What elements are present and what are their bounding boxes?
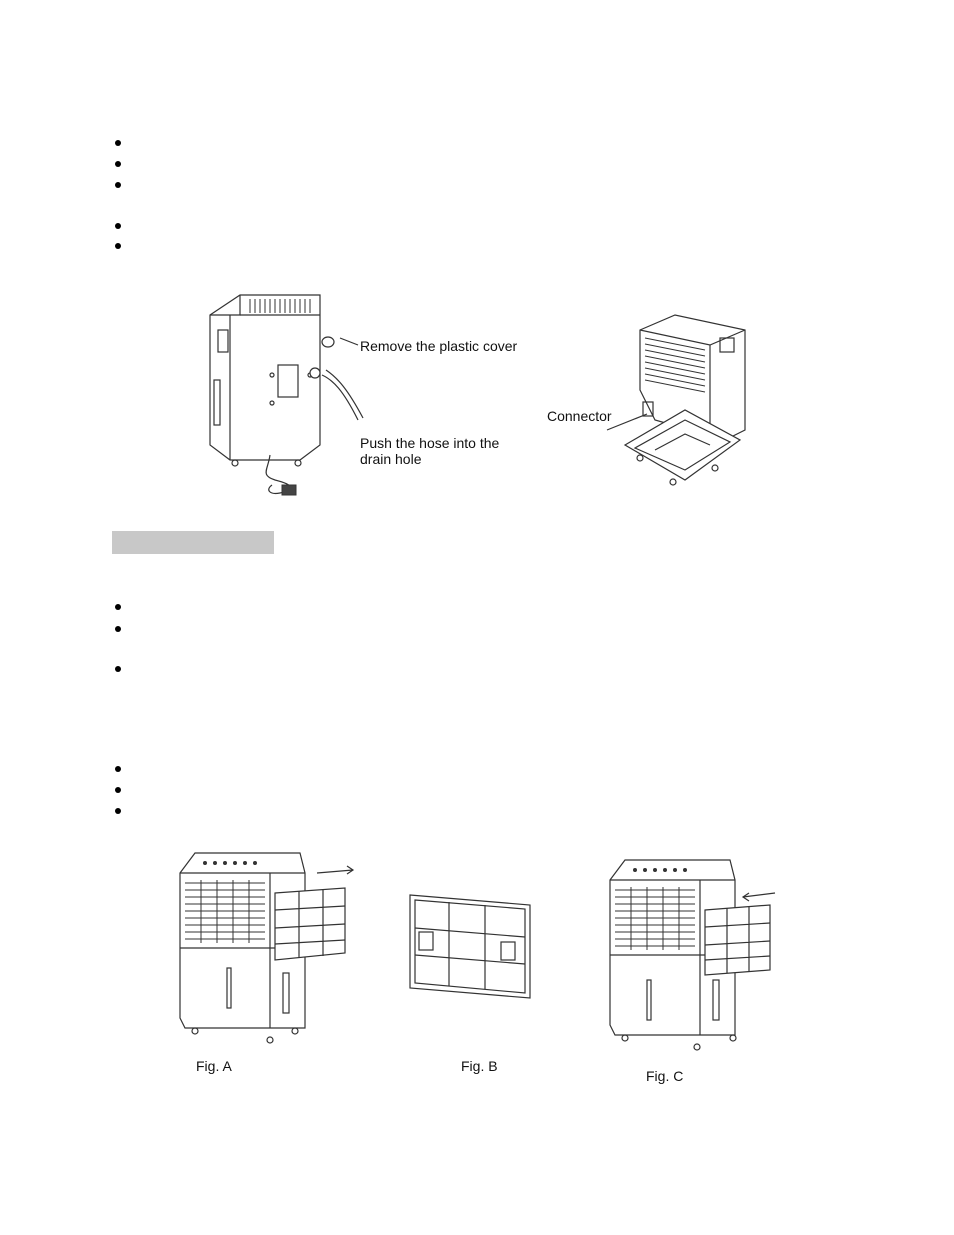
fig-a-filter-removal-illustration bbox=[179, 852, 355, 1044]
list-bullet bbox=[115, 766, 121, 772]
list-bullet bbox=[115, 604, 121, 610]
dehumidifier-bottom-illustration bbox=[623, 314, 746, 486]
connector-pointer bbox=[606, 413, 648, 431]
list-bullet bbox=[115, 223, 121, 229]
dehumidifier-rear-illustration bbox=[209, 294, 321, 496]
list-bullet bbox=[115, 787, 121, 793]
list-bullet bbox=[115, 666, 121, 672]
list-bullet bbox=[115, 161, 121, 167]
connector-label: Connector bbox=[547, 408, 612, 424]
list-bullet bbox=[115, 626, 121, 632]
remove-cover-label: Remove the plastic cover bbox=[360, 338, 518, 354]
plastic-cover-and-hose bbox=[321, 336, 364, 421]
push-hose-label-line2: drain hole bbox=[360, 451, 422, 467]
push-hose-label-line1: Push the hose into the bbox=[360, 435, 500, 451]
fig-b-filter-illustration bbox=[409, 894, 531, 999]
fig-a-caption: Fig. A bbox=[196, 1058, 232, 1074]
list-bullet bbox=[115, 243, 121, 249]
fig-c-caption: Fig. C bbox=[646, 1068, 684, 1084]
list-bullet bbox=[115, 808, 121, 814]
list-bullet bbox=[115, 140, 121, 146]
fig-c-filter-insertion-illustration bbox=[609, 859, 776, 1051]
section-heading-bar bbox=[112, 531, 274, 554]
list-bullet bbox=[115, 182, 121, 188]
fig-b-caption: Fig. B bbox=[461, 1058, 498, 1074]
